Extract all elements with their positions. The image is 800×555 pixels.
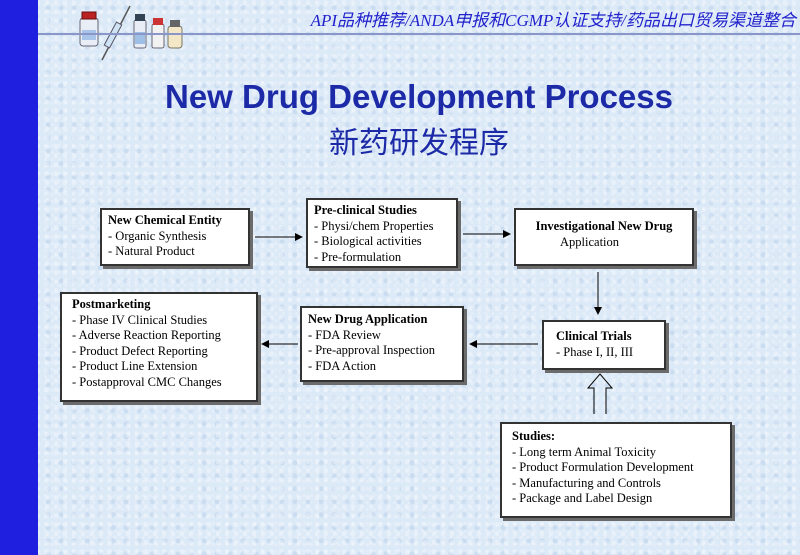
list-item: - Long term Animal Toxicity (512, 444, 657, 459)
box-investigational-new-drug: Investigational New Drug Application (514, 208, 694, 266)
list-item: - Organic Synthesis (108, 228, 207, 243)
list-item: - Manufacturing and Controls (512, 475, 661, 490)
box-preclinical-studies: Pre-clinical Studies - Physi/chem Proper… (306, 198, 458, 268)
vial-icon (151, 18, 165, 49)
list-item: - Phase I, II, III (556, 344, 634, 359)
box-subtitle: Application (560, 234, 620, 249)
box-title: Postmarketing (72, 297, 151, 311)
list-item: - Product Line Extension (72, 359, 198, 373)
vial-icon (79, 11, 99, 47)
box-studies: Studies: - Long term Animal Toxicity - P… (500, 422, 732, 518)
box-title: Clinical Trials (556, 329, 632, 343)
box-title: Investigational New Drug (535, 219, 673, 233)
list-item: - Postapproval CMC Changes (72, 374, 222, 389)
list-item: - Physi/chem Properties (314, 218, 434, 233)
box-postmarketing: Postmarketing - Phase IV Clinical Studie… (60, 292, 258, 402)
header-divider (38, 33, 800, 35)
page-title-chinese: 新药研发程序 (329, 126, 509, 161)
list-item: - Natural Product (108, 244, 195, 258)
list-item: - Biological activities (314, 234, 422, 248)
box-title: Pre-clinical Studies (314, 203, 417, 217)
list-item: - Product Defect Reporting (72, 343, 208, 358)
list-item: - FDA Action (308, 358, 377, 373)
box-title: New Chemical Entity (108, 213, 222, 227)
list-item: - Pre-formulation (314, 249, 402, 264)
box-title: New Drug Application (308, 312, 428, 326)
box-title: Studies: (512, 429, 556, 443)
page-title: New Drug Development Process (165, 78, 673, 115)
vial-icon (167, 20, 183, 49)
box-new-drug-application: New Drug Application - FDA Review - Pre-… (300, 306, 464, 382)
list-item: - Phase IV Clinical Studies (72, 312, 208, 327)
header-banner: API品种推荐/ANDA申报和CGMP认证支持/药品出口贸易渠道整合 (310, 11, 796, 30)
list-item: - Adverse Reaction Reporting (72, 328, 221, 342)
box-new-chemical-entity: New Chemical Entity - Organic Synthesis … (100, 208, 250, 266)
list-item: - Pre-approval Inspection (308, 343, 436, 357)
box-clinical-trials: Clinical Trials - Phase I, II, III (542, 320, 666, 370)
list-item: - Package and Label Design (512, 491, 653, 505)
list-item: - Product Formulation Development (512, 460, 694, 474)
left-accent-bar (0, 0, 38, 555)
list-item: - FDA Review (308, 327, 381, 342)
arrow-studies-to-clinical (586, 373, 614, 414)
